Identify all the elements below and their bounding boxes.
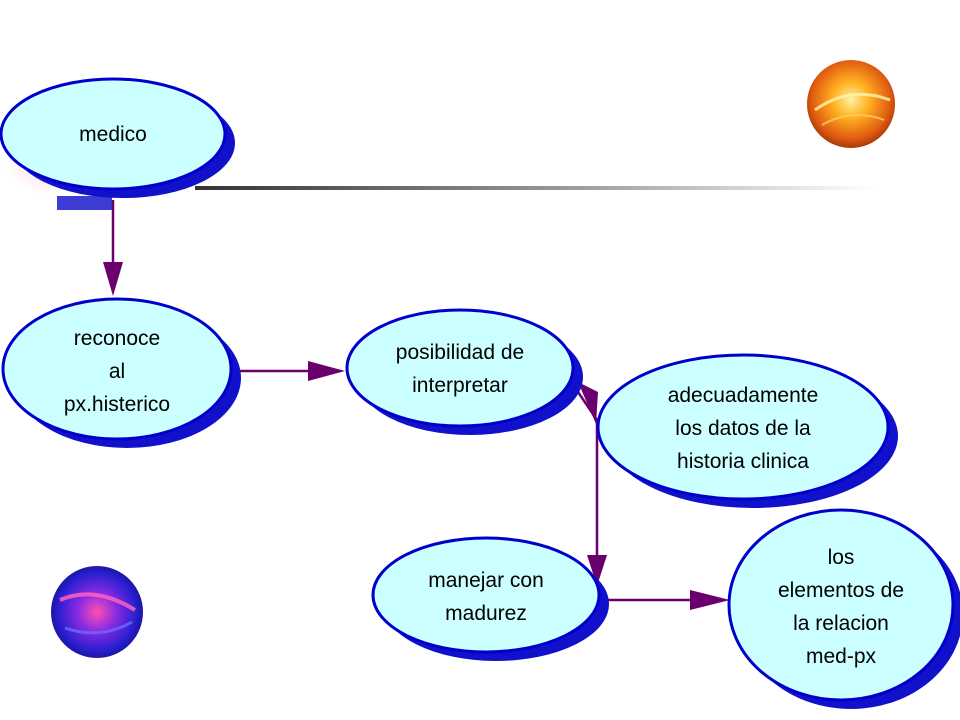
header-rule xyxy=(195,186,875,190)
arrowhead xyxy=(587,555,607,586)
node-ellipse xyxy=(596,353,890,501)
node-label-line: al xyxy=(109,360,125,383)
arrowhead xyxy=(103,262,123,296)
node-label-line: reconoce xyxy=(74,327,160,350)
node-manejar: manejar con madurez xyxy=(371,536,609,661)
edge-posibilidad-to-manejar xyxy=(576,382,607,586)
edge-line xyxy=(576,391,599,555)
node-label-line: los xyxy=(828,546,855,569)
node-ellipse xyxy=(345,308,575,428)
arrowhead xyxy=(578,382,598,424)
node-label-line: med-px xyxy=(806,645,877,668)
node-ellipse xyxy=(371,536,601,654)
node-adecuadamente: adecuadamente los datos de la historia cli… xyxy=(596,353,898,508)
node-reconoce: reconoce al px.histerico xyxy=(1,297,241,448)
node-ellipse xyxy=(727,508,955,702)
node-label-line: historia clinica xyxy=(677,450,809,473)
node-label-line: madurez xyxy=(445,602,527,625)
node-label-line: adecuadamente xyxy=(668,384,819,407)
node-label-line: elementos de xyxy=(778,579,904,602)
blue-sphere-icon xyxy=(51,566,143,658)
node-label-line: los datos de la xyxy=(675,417,811,440)
node-label-line: px.histerico xyxy=(64,393,170,416)
concept-nodes: medico reconoce al px.histerico posibilidad … xyxy=(0,77,960,709)
node-ellipse xyxy=(0,77,227,191)
node-label-line: manejar con xyxy=(428,569,544,592)
connectors xyxy=(103,200,730,610)
node-posibilidad: posibilidad de interpretar xyxy=(345,308,583,435)
node-medico: medico xyxy=(0,77,235,198)
edge-reconoce-to-posibilidad xyxy=(240,361,345,381)
edge-medico-to-reconoce xyxy=(103,200,123,296)
node-label-line: medico xyxy=(79,123,147,146)
node-ellipse xyxy=(1,297,233,441)
edge-manejar-to-elementos xyxy=(607,590,730,610)
orange-sphere-icon xyxy=(807,60,895,148)
arrowhead xyxy=(308,361,345,381)
node-label-line: posibilidad de xyxy=(396,341,524,364)
node-elementos: los elementos de la relacion med-px xyxy=(727,508,960,709)
arrowhead xyxy=(690,590,730,610)
node-label-line: la relacion xyxy=(793,612,889,635)
header-accent-bar xyxy=(57,196,112,210)
node-label-line: interpretar xyxy=(412,374,508,397)
